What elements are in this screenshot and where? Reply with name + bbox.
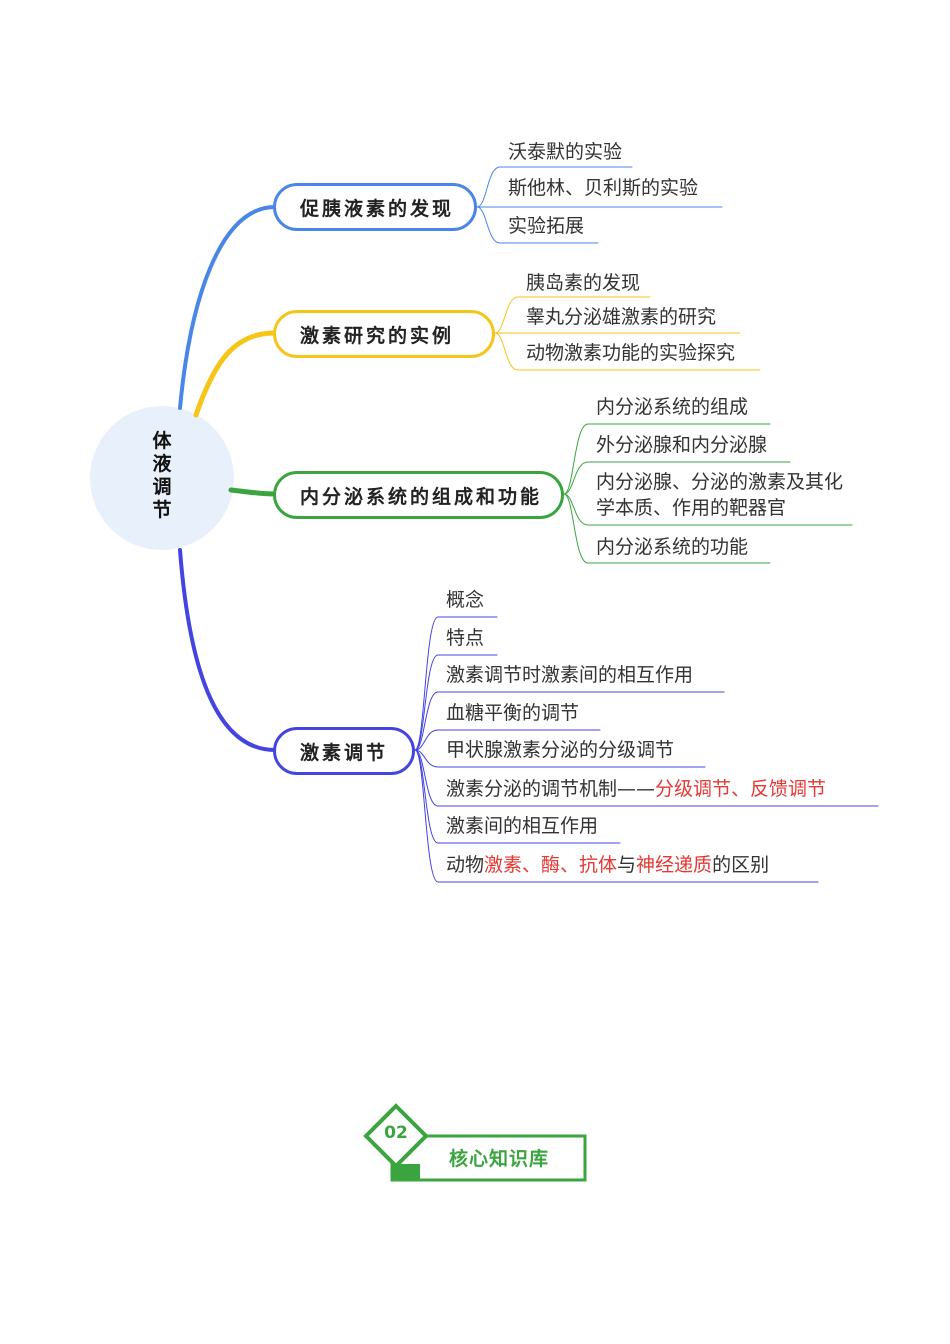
- root-char: 调: [152, 476, 172, 498]
- root-char: 节: [152, 499, 172, 521]
- leaf-highlight: 分级调节、反馈调节: [655, 778, 827, 800]
- root-char: 液: [152, 453, 172, 475]
- leaf-connector-1-1: [476, 166, 633, 208]
- leaf-connector-3-3: [563, 493, 853, 526]
- leaf-node[interactable]: 胰岛素的发现: [526, 272, 641, 294]
- leaf-highlight: 激素、酶、抗体: [484, 854, 618, 876]
- leaf-node-feedback[interactable]: 激素分泌的调节机制——分级调节、反馈调节: [446, 776, 826, 802]
- connector-branch-3: [228, 487, 278, 497]
- leaf-connector-4-8: [414, 749, 819, 883]
- leaf-connector-3-4: [563, 493, 771, 564]
- badge-label: 核心知识库: [448, 1148, 549, 1170]
- leaf-text: 动物: [446, 854, 485, 876]
- branch-label: 激素调节: [300, 741, 389, 764]
- branch-node-hormone-examples[interactable]: 激素研究的实例: [273, 310, 495, 358]
- leaf-node[interactable]: 内分泌系统的组成: [596, 396, 749, 418]
- leaf-highlight: 神经递质: [636, 854, 713, 876]
- leaf-node[interactable]: 内分泌腺、分泌的激素及其化学本质、作用的靶器官: [596, 471, 844, 519]
- leaf-connector-1-3: [476, 206, 599, 244]
- leaf-connector-3-2: [563, 461, 791, 495]
- leaf-text: 的区别: [712, 854, 770, 876]
- root-label: 体 液 调 节: [146, 430, 178, 522]
- leaf-node[interactable]: 甲状腺激素分泌的分级调节: [446, 739, 675, 761]
- leaf-node[interactable]: 特点: [446, 627, 485, 649]
- leaf-connector-4-2: [414, 654, 498, 751]
- leaf-connector-4-4: [414, 729, 601, 751]
- root-char: 体: [152, 430, 172, 452]
- leaf-node[interactable]: 外分泌腺和内分泌腺: [596, 434, 768, 456]
- branch-label: 促胰液素的发现: [300, 197, 455, 220]
- branch-node-hormone-regulation[interactable]: 激素调节: [273, 727, 415, 775]
- connector-branch-1: [178, 205, 277, 410]
- leaf-text: 与: [617, 854, 637, 876]
- leaf-connector-2-3: [494, 332, 761, 371]
- branch-node-endocrine-system[interactable]: 内分泌系统的组成和功能: [273, 471, 564, 519]
- connectors: [178, 205, 278, 752]
- badge-diamond: [363, 1103, 429, 1169]
- leaf-lines: [414, 166, 879, 883]
- leaf-connector-4-5: [414, 749, 706, 768]
- badge-number: 02: [384, 1123, 408, 1143]
- leaf-node[interactable]: 动物激素功能的实验探究: [526, 342, 736, 364]
- section-badge: [363, 1103, 587, 1182]
- leaf-node[interactable]: 激素间的相互作用: [446, 815, 599, 837]
- connector-branch-4: [178, 548, 277, 752]
- connector-branch-2: [193, 330, 278, 418]
- leaf-node[interactable]: 沃泰默的实验: [508, 141, 623, 163]
- leaf-node[interactable]: 睾丸分泌雄激素的研究: [526, 306, 717, 328]
- leaf-node-comparison[interactable]: 动物激素、酶、抗体与神经递质的区别: [446, 852, 769, 878]
- leaf-node[interactable]: 概念: [446, 589, 485, 611]
- root-node: [90, 406, 234, 550]
- leaf-connector-3-1: [563, 423, 771, 495]
- leaf-text: 激素分泌的调节机制——: [446, 778, 656, 800]
- branch-label: 内分泌系统的组成和功能: [300, 485, 543, 508]
- leaf-node[interactable]: 激素调节时激素间的相互作用: [446, 664, 694, 686]
- leaf-node[interactable]: 血糖平衡的调节: [446, 702, 580, 724]
- leaf-node[interactable]: 斯他林、贝利斯的实验: [508, 177, 699, 199]
- badge-fill: [392, 1164, 420, 1181]
- leaf-node[interactable]: 实验拓展: [508, 215, 585, 237]
- leaf-connector-2-1: [494, 296, 651, 334]
- branch-node-secretin-discovery[interactable]: 促胰液素的发现: [273, 183, 477, 231]
- leaf-node[interactable]: 内分泌系统的功能: [596, 536, 749, 558]
- branch-label: 激素研究的实例: [300, 324, 455, 347]
- leaf-connector-4-6: [414, 749, 879, 807]
- leaf-connector-4-1: [414, 616, 498, 751]
- badge-tab: [390, 1134, 587, 1182]
- leaf-connector-4-3: [414, 691, 725, 751]
